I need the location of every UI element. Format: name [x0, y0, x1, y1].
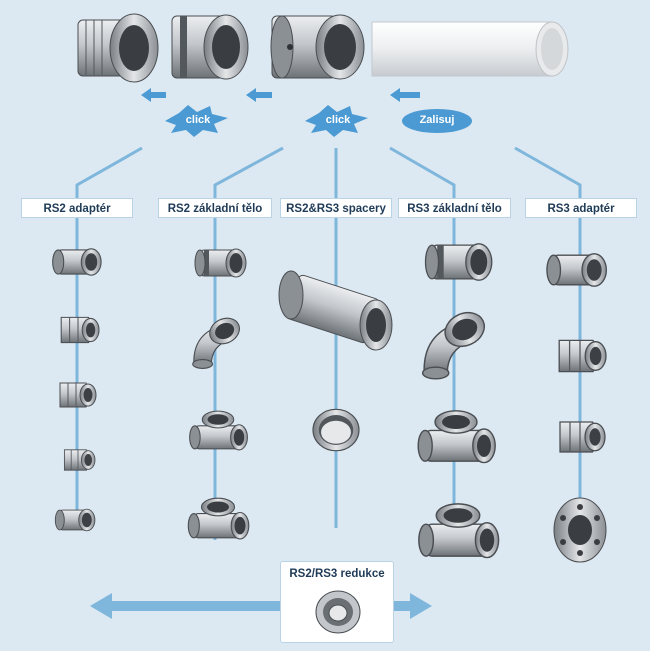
click-badge-left: click — [185, 114, 211, 126]
column-label-rs3-body: RS3 základní tělo — [398, 198, 511, 218]
rs2-body-fittings — [187, 248, 250, 540]
rs3-adapter-fittings — [546, 253, 608, 563]
slide-badge-shape — [402, 109, 472, 133]
spacer-ring-icon — [312, 408, 360, 452]
tee-fitting-icon — [189, 410, 248, 451]
nut-fitting-icon — [559, 421, 606, 453]
rs3-body-fittings — [417, 243, 500, 559]
body-fitting-icon — [424, 243, 493, 281]
top-spacer-icon — [270, 14, 365, 80]
column-label-rs3-adapter: RS3 adaptér — [525, 198, 637, 218]
column-label-rs2-adapter: RS2 adaptér — [21, 198, 133, 218]
top-body-icon — [171, 14, 249, 80]
click-starburst-right — [305, 105, 368, 137]
pipe-tube-icon — [371, 21, 569, 77]
slide-badge: Zalisuj — [419, 114, 455, 126]
tee-fitting-icon — [418, 503, 500, 559]
spacer-fittings — [278, 270, 393, 452]
top-adapter-icon — [77, 13, 159, 83]
flange-icon — [553, 497, 607, 563]
arrow-left-icon — [90, 593, 112, 619]
nut-fitting-icon — [60, 316, 100, 344]
arrow-left-icon — [246, 88, 272, 102]
hose-fitting-icon — [54, 508, 96, 532]
elbow-fitting-icon — [421, 305, 491, 380]
nut-fitting-icon — [59, 382, 97, 408]
body-fitting-icon — [194, 248, 247, 278]
long-spacer-icon — [278, 270, 393, 351]
connector-lines — [75, 146, 582, 198]
arrow-left-icon — [390, 88, 420, 102]
adapter-fitting-icon — [546, 253, 608, 287]
nut-fitting-icon — [558, 339, 607, 373]
elbow-fitting-icon — [192, 312, 245, 369]
hex-fitting-icon — [63, 449, 96, 471]
arrow-right-icon — [410, 593, 432, 619]
assembly-row — [77, 13, 569, 83]
click-badge-right: click — [325, 114, 351, 126]
reduction-label: RS2/RS3 redukce — [289, 568, 385, 580]
adapter-fitting-icon — [52, 248, 102, 276]
click-starburst-left — [165, 105, 228, 137]
column-label-spacers: RS2&RS3 spacery — [280, 198, 392, 218]
tee-fitting-icon — [417, 410, 496, 464]
column-label-rs2-body: RS2 základní tělo — [158, 198, 272, 218]
column-lines — [75, 218, 582, 552]
arrow-left-icon — [141, 88, 166, 102]
reduction-box: RS2/RS3 redukce — [280, 561, 394, 643]
bottom-double-arrow — [90, 593, 432, 619]
assembly-arrows — [141, 88, 420, 102]
tee-fitting-icon — [187, 497, 250, 540]
reducer-ring-icon — [315, 590, 361, 634]
